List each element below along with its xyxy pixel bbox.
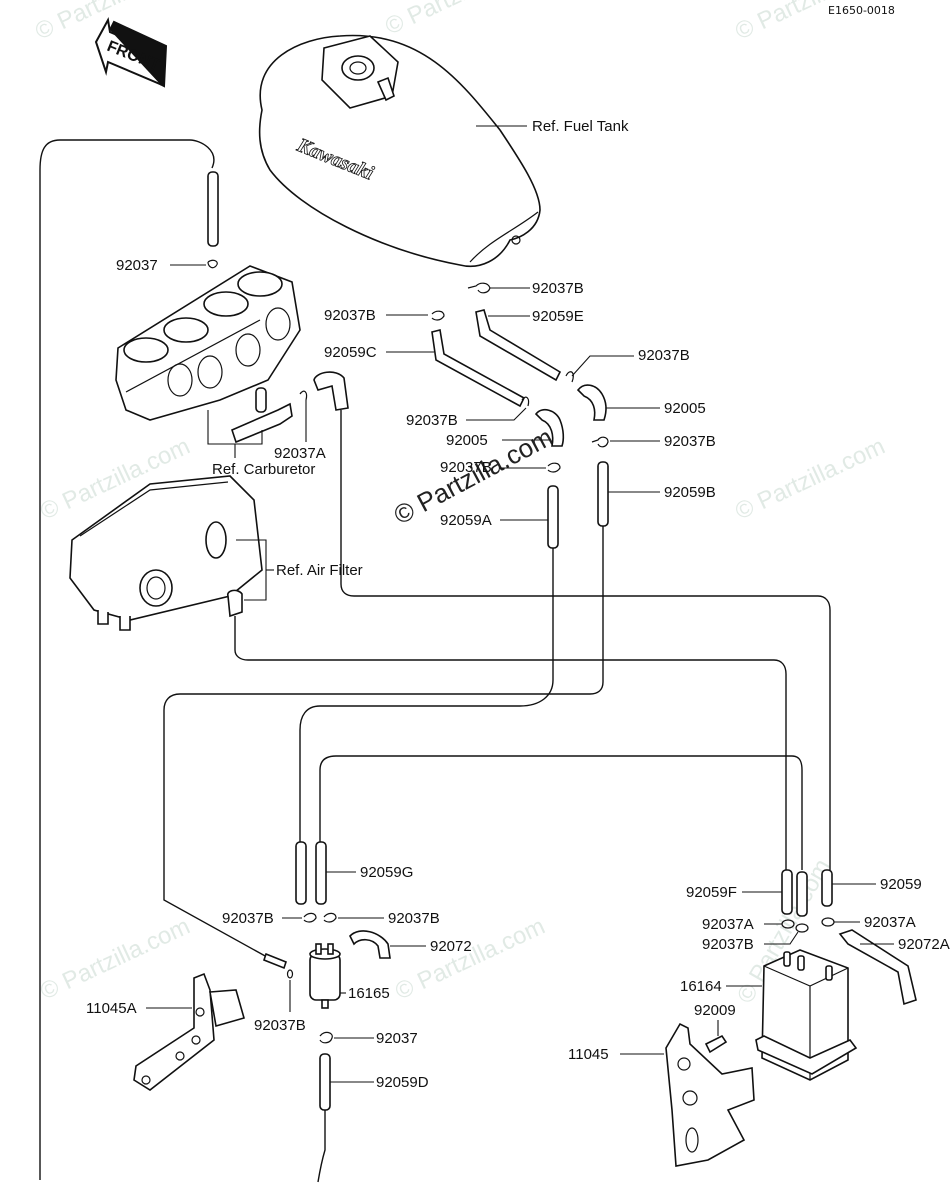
air-filter-housing[interactable] [69,475,263,631]
hose-route [163,526,604,963]
callout-92059a: 92059A [440,512,492,529]
hose-92059b [597,461,609,527]
callout-16164: 16164 [680,978,722,995]
callout-92059: 92059 [880,876,922,893]
callout-92037a-can-left: 92037A [702,916,754,933]
hose-92059d [319,1053,331,1111]
clip-92037a [821,917,835,927]
strap-92072a [838,929,917,1006]
callout-92059f: 92059F [686,884,737,901]
clip-92037 [319,1031,333,1044]
hose-route [340,410,831,870]
callout-92037-bottom: 92037 [376,1030,418,1047]
clip-92037b [565,371,574,383]
clip-92037b [303,912,317,923]
callout-92037b-filter: 92037B [254,1017,306,1034]
hose-segment [207,171,219,247]
ref-fuel-tank-label: Ref. Fuel Tank [532,118,629,135]
callout-92059e: 92059E [532,308,584,325]
callout-92072: 92072 [430,938,472,955]
clip-92037b [547,462,561,473]
clip-92037b [286,969,294,979]
callout-92037b-mid: 92037B [406,412,458,429]
elbow-92005 [534,408,565,447]
callout-92037-top: 92037 [116,257,158,274]
callout-92037a-carb: 92037A [274,445,326,462]
hose-92059g [315,841,327,905]
watermark: © Partzilla.com [381,0,539,40]
diagram-code: E1650-0018 [828,4,895,17]
clip-92037b [431,310,445,321]
clip-92037 [207,259,218,269]
ref-air-filter-label: Ref. Air Filter [276,562,363,579]
watermark: © Partzilla.com [36,913,194,1006]
callout-92037b-right2: 92037B [664,433,716,450]
ref-carburetor-label: Ref. Carburetor [212,461,315,478]
bracket-11045[interactable] [665,1022,755,1167]
callout-92037b-tank: 92037B [532,280,584,297]
callout-11045: 11045 [568,1046,609,1063]
hose-route [299,548,554,842]
elbow-hose [313,371,349,411]
callout-92059c: 92059C [324,344,377,361]
callout-92009: 92009 [694,1002,736,1019]
callout-92037b-g-left: 92037B [222,910,274,927]
callout-92005-mid: 92005 [446,432,488,449]
t-fitting [231,387,293,444]
callout-92037b-left: 92037B [324,307,376,324]
leader-line [764,931,799,945]
clip-92037b [467,282,491,294]
hose-92059 [821,869,833,907]
hose-92059e [475,309,562,382]
bracket-11045a[interactable] [133,972,245,1091]
fuel-tank[interactable]: Kawasaki [258,34,541,267]
callout-92037b-g-right: 92037B [388,910,440,927]
clip-92037b [323,912,337,923]
callout-92005-right: 92005 [664,400,706,417]
leader-line [571,355,634,377]
hose-short [263,952,287,970]
callout-92059g: 92059G [360,864,413,881]
callout-92059d: 92059D [376,1074,429,1091]
callout-92059b: 92059B [664,484,716,501]
clip-92037b [795,923,809,933]
vent-hose-route [39,139,215,1180]
canister-16164[interactable] [755,949,858,1081]
front-arrow-icon: FRONT [94,16,168,88]
air-filter-fitting [227,589,243,618]
callout-92037b-right1: 92037B [638,347,690,364]
callout-16165: 16165 [348,985,390,1002]
fuel-filter-16165[interactable] [309,943,341,1009]
callout-92037b-mid2: 92037B [440,459,492,476]
carburetor-assembly[interactable] [115,265,301,421]
hose-route [234,616,787,870]
hose-92059f [781,869,793,915]
callout-92037a-can-right: 92037A [864,914,916,931]
callout-11045a: 11045A [86,1000,137,1017]
hose-route [317,1110,326,1183]
hose-92059g [295,841,307,905]
leader-line [466,407,527,421]
hose-route [319,755,803,870]
hose-92059a [547,485,559,549]
clamp-92072 [349,930,391,959]
watermark: © Partzilla.com [731,433,889,526]
elbow-92005 [576,384,607,421]
clip-92037b [591,436,609,448]
callout-92072a: 92072A [898,936,950,953]
clip-92037a [299,390,308,401]
callout-92037b-can: 92037B [702,936,754,953]
clip-92037b [521,396,530,407]
hose-92059f [796,871,808,917]
bolt-92009 [704,1034,728,1054]
